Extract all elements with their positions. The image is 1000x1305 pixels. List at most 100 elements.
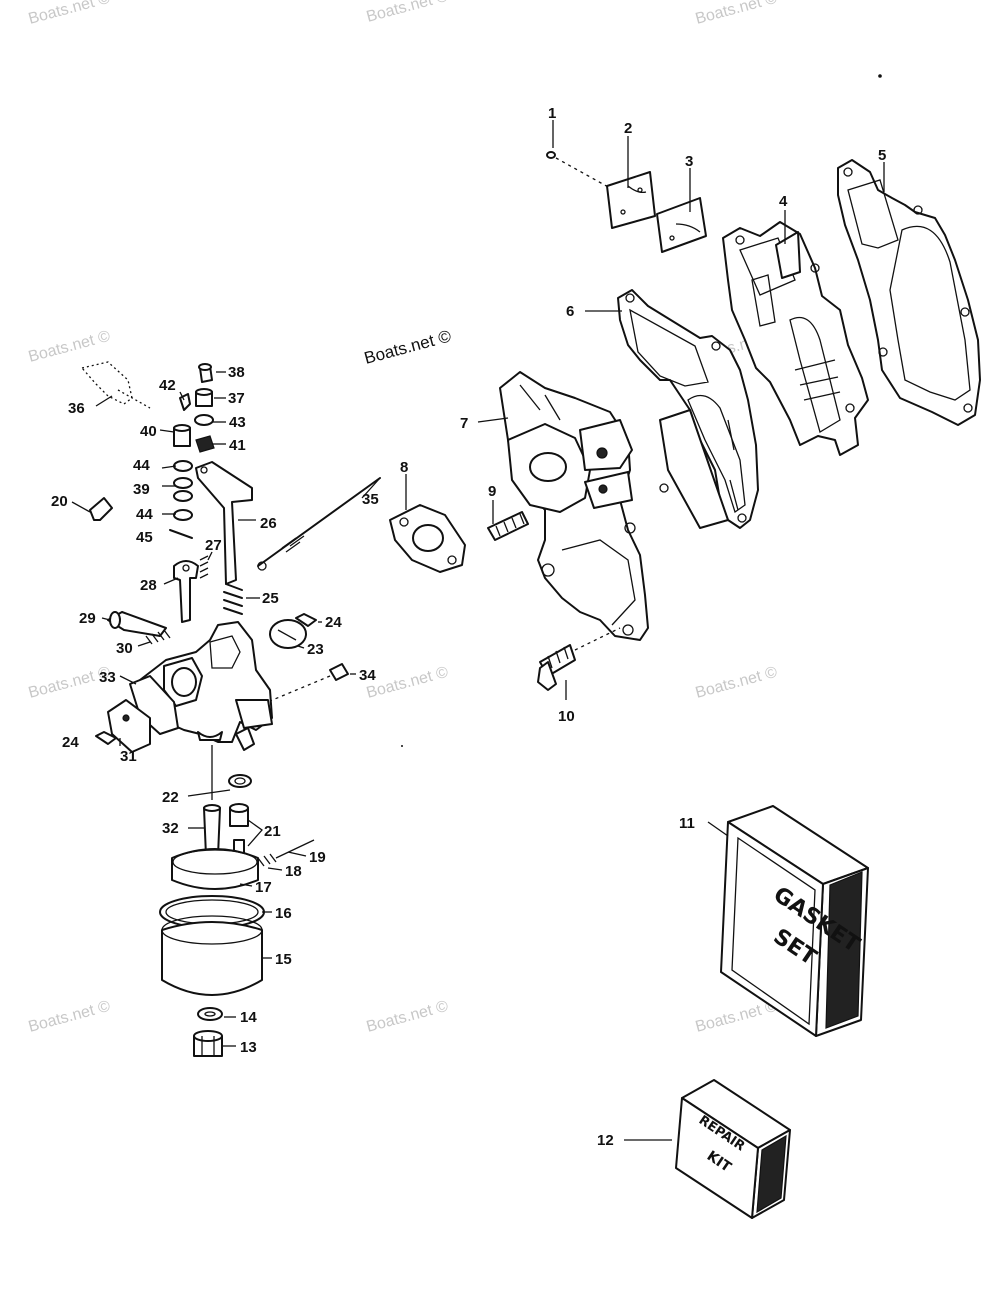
part-lever-26 <box>195 461 253 585</box>
callout-label: 14 <box>240 1009 257 1026</box>
part-float-17 <box>171 848 259 890</box>
part-reed-3 <box>656 197 707 253</box>
part-pin-38 <box>198 363 213 383</box>
callout-label: 37 <box>228 390 245 407</box>
callout-label: 5 <box>878 147 886 164</box>
part-jet-21 <box>229 803 249 861</box>
callout-label: 34 <box>359 667 376 684</box>
callout-label: 23 <box>307 641 324 658</box>
callout-label: 39 <box>133 481 150 498</box>
callout-label: 26 <box>260 515 277 532</box>
part-bowl-15 <box>161 915 263 996</box>
callout-label: 31 <box>120 748 137 765</box>
part-needle-22 <box>211 745 252 800</box>
stray-mark <box>878 74 882 78</box>
gasket-set-box: GASKET SET <box>720 805 869 1037</box>
part-gasket-5 <box>837 159 981 426</box>
part-spring-25 <box>223 583 243 615</box>
callout-label: 7 <box>460 415 468 432</box>
part-screw-29 <box>107 611 167 637</box>
callout-label: 29 <box>79 610 96 627</box>
part-shaft-40 <box>173 424 191 447</box>
watermark: Boats.net © <box>27 998 113 1036</box>
part-reed-block-4 <box>722 221 869 456</box>
part-pin-45 <box>169 529 193 539</box>
part-washer-44b <box>173 509 193 521</box>
callout-label: 16 <box>275 905 292 922</box>
part-washer-14 <box>197 1007 223 1021</box>
part-plate-2 <box>606 171 656 229</box>
callout-label: 12 <box>597 1132 614 1149</box>
watermark: Boats.net © <box>365 664 451 702</box>
part-washers-39 <box>173 477 193 502</box>
callout-label: 3 <box>685 153 693 170</box>
part-plate-23 <box>269 619 307 649</box>
part-bolt-10 <box>537 627 621 691</box>
part-clip-20 <box>89 497 113 521</box>
callout-label: 21 <box>264 823 281 840</box>
callout-label: 18 <box>285 863 302 880</box>
callout-label: 40 <box>140 423 157 440</box>
callout-label: 35 <box>362 491 379 508</box>
watermark: Boats.net © <box>362 326 453 368</box>
callout-label: 13 <box>240 1039 257 1056</box>
callout-label: 28 <box>140 577 157 594</box>
watermark: Boats.net © <box>365 998 451 1036</box>
callout-label: 22 <box>162 789 179 806</box>
part-washer-43 <box>194 414 214 426</box>
callout-label: 42 <box>159 377 176 394</box>
watermark: Boats.net © <box>27 328 113 366</box>
callout-label: 11 <box>679 815 695 832</box>
part-throttle-link-35 <box>257 477 381 571</box>
repair-kit-box: REPAIR KIT <box>675 1079 791 1219</box>
part-choke-28 <box>173 560 199 623</box>
part-screw-1 <box>546 151 611 189</box>
callout-label: 2 <box>624 120 632 137</box>
part-wire-19 <box>275 839 315 859</box>
callout-label: 1 <box>548 105 556 122</box>
part-washer-44 <box>173 460 193 472</box>
callout-label: 45 <box>136 529 153 546</box>
part-intake-manifold-7 <box>499 371 649 641</box>
callout-label: 36 <box>68 400 85 417</box>
callout-label: 33 <box>99 669 116 686</box>
callout-label: 27 <box>205 537 222 554</box>
callout-label: 25 <box>262 590 279 607</box>
part-screw-24a <box>295 613 317 627</box>
watermark: Boats.net © <box>694 0 780 28</box>
part-screw-24b <box>95 731 117 745</box>
part-spring-30 <box>145 629 171 645</box>
callout-label: 19 <box>309 849 326 866</box>
part-jet-32 <box>203 804 221 857</box>
callout-label: 15 <box>275 951 292 968</box>
leader-lines <box>71 120 885 1141</box>
part-number-labels: 1 2 3 4 5 6 7 8 9 10 11 12 13 14 15 16 1… <box>51 105 886 1149</box>
callout-label: 38 <box>228 364 245 381</box>
callout-label: 8 <box>400 459 408 476</box>
callout-label: 17 <box>255 879 272 896</box>
watermark: Boats.net © <box>27 0 113 28</box>
callout-label: 44 <box>133 457 150 474</box>
callout-label: 6 <box>566 303 574 320</box>
part-gasket-8 <box>389 504 466 573</box>
part-bushing-37 <box>195 388 213 407</box>
part-nut-41 <box>195 435 215 453</box>
part-plate-31 <box>107 699 151 753</box>
callout-label: 20 <box>51 493 68 510</box>
callout-label: 32 <box>162 820 179 837</box>
callout-label: 44 <box>136 506 153 523</box>
callout-label: 24 <box>62 734 79 751</box>
part-spring-27 <box>199 555 209 579</box>
part-gasket-6 <box>617 289 759 529</box>
callout-label: 41 <box>229 437 246 454</box>
part-plug-13 <box>193 1030 223 1057</box>
callout-label: 10 <box>558 708 575 725</box>
callout-label: 43 <box>229 414 246 431</box>
callout-label: 30 <box>116 640 133 657</box>
part-linkage-36 <box>80 361 151 409</box>
part-stud-9 <box>487 511 529 541</box>
callout-label: 4 <box>779 193 788 210</box>
stray-mark <box>401 745 403 747</box>
watermark: Boats.net © <box>365 0 451 26</box>
